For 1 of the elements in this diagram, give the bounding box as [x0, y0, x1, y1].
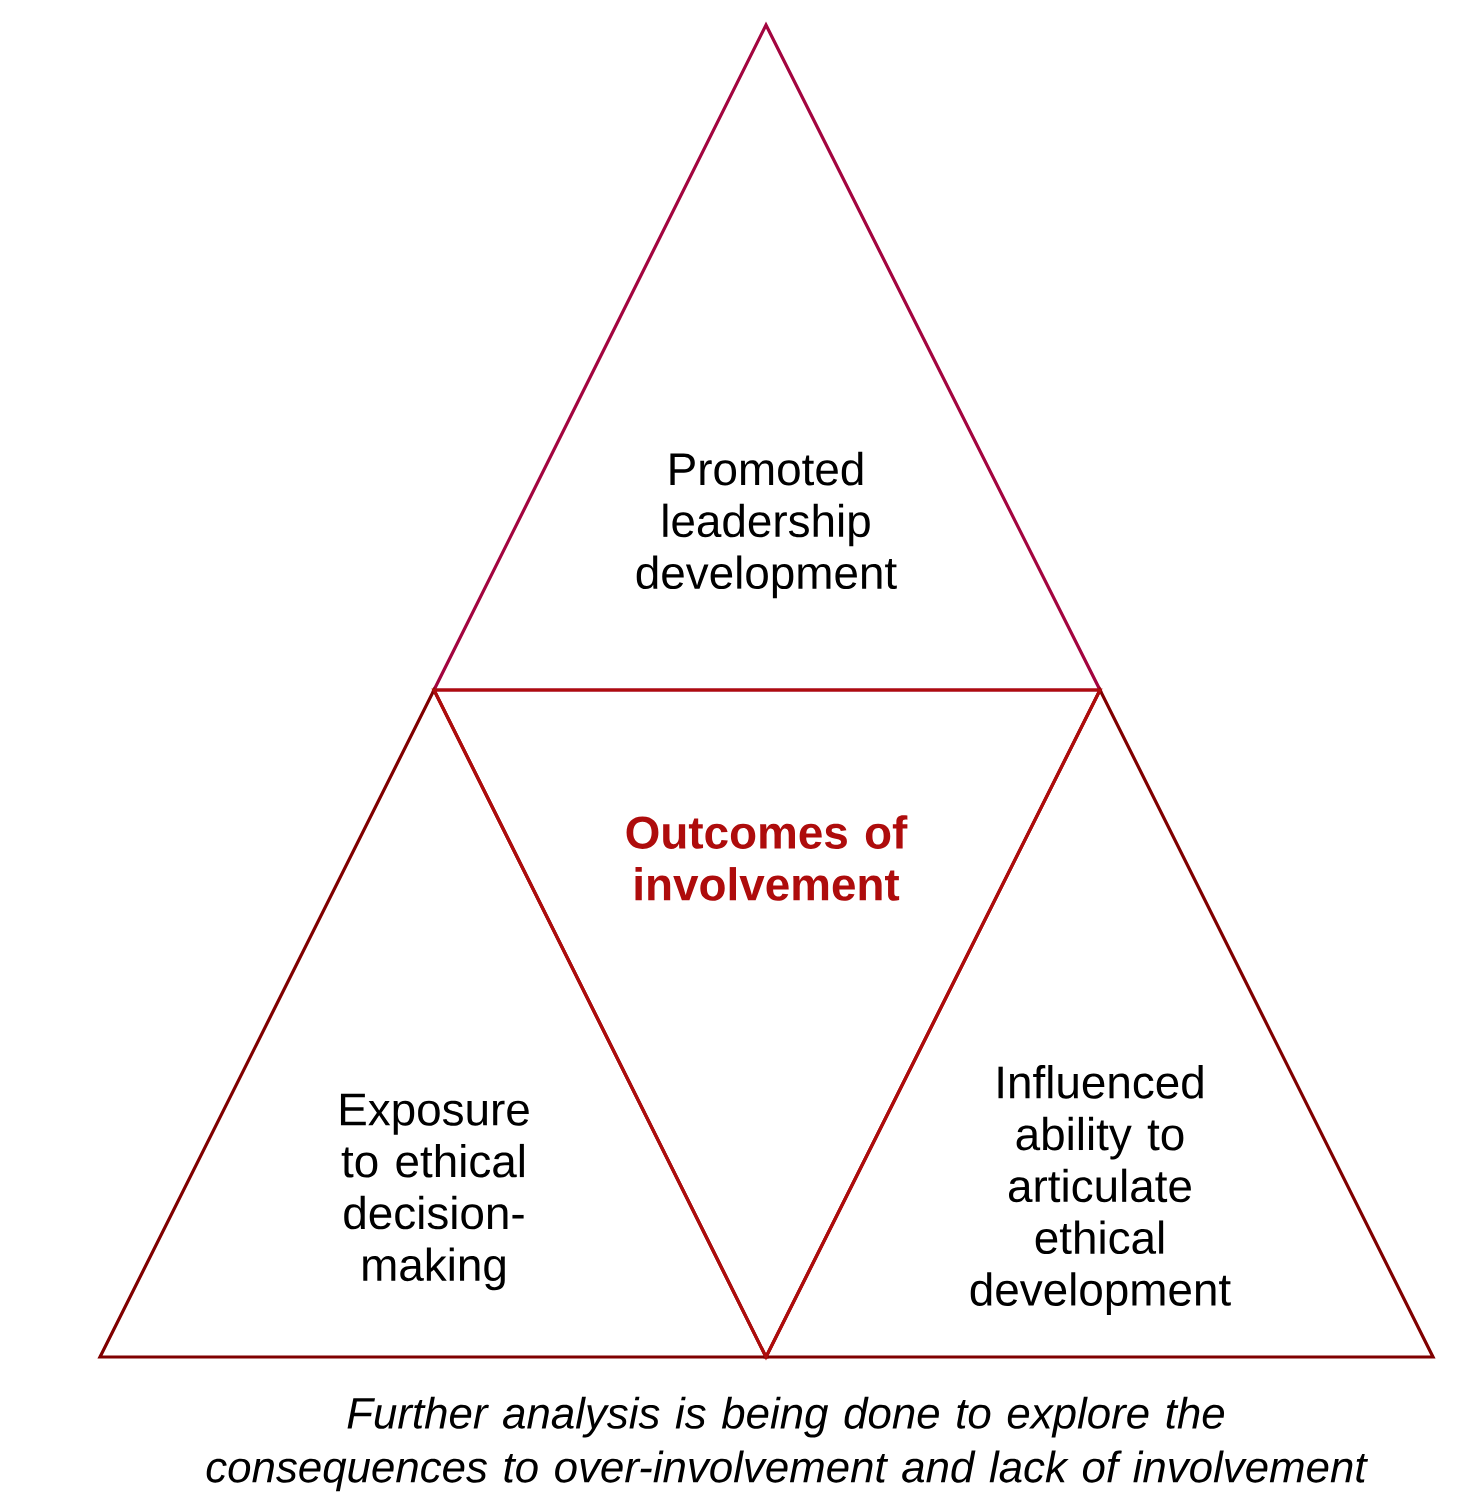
caption: Further analysis is being done to explore the consequences to over-involvement and lack of involvement [206, 1396, 1369, 1492]
